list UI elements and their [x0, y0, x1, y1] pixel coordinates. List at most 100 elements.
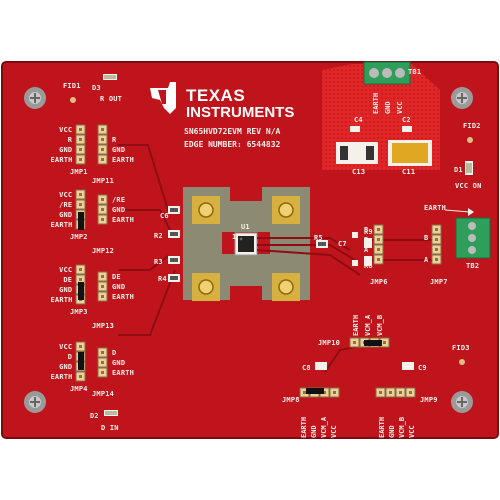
c13-label: C13 [352, 168, 366, 176]
jmp1-pin-3: EARTH [50, 156, 73, 164]
u1-label: U1 [241, 223, 250, 231]
gold-pad-bl [192, 273, 220, 301]
jmp6-pin-1: B [364, 236, 369, 244]
jmp11-pin-2: EARTH [112, 156, 135, 164]
r9-label: R9 [364, 228, 373, 236]
jmp11-pin-0: R [112, 136, 117, 144]
fid2-label: FID2 [463, 122, 481, 130]
c8-label: C8 [302, 364, 311, 372]
jumper-shunt[interactable] [78, 352, 84, 370]
jmp2-pin-1: /RE [59, 201, 73, 209]
pin1-label: 1 [232, 233, 237, 241]
mounting-hole-bl [24, 391, 46, 413]
header-jmp14[interactable] [97, 347, 108, 378]
jmp9-label: JMP9 [420, 396, 438, 404]
terminal-block-tb1 [363, 61, 411, 85]
jmp7-pin-1: A [424, 256, 429, 264]
d3-label: D3 [92, 84, 101, 92]
board-model: SN65HVD72EVM REV N/A [184, 127, 281, 136]
jmp12-pin-0: /RE [112, 196, 126, 204]
jmp12-pin-1: GND [112, 206, 126, 214]
capacitor-c13 [336, 142, 378, 164]
c4-label: C4 [354, 116, 363, 124]
tb1-label: TB1 [408, 68, 422, 76]
jmp9-pin-0: EARTH [378, 416, 386, 438]
jmp14-pin-0: D [112, 349, 117, 357]
jmp6-pin-0: B [364, 226, 369, 234]
jmp1-pin-2: GND [59, 146, 73, 154]
jmp3-pin-2: GND [59, 286, 73, 294]
header-jmp6[interactable] [373, 224, 384, 265]
jmp4-pin-2: GND [59, 363, 73, 371]
jmp2-pin-0: VCC [59, 191, 73, 199]
r4-label: R4 [158, 275, 167, 283]
r5-label: R5 [314, 234, 323, 242]
jmp1-pin-1: R [67, 136, 73, 144]
jmp1-pin-0: VCC [59, 126, 73, 134]
jmp8-pin-0: EARTH [300, 416, 308, 438]
c6-label: C6 [160, 212, 169, 220]
jmp10-pin-0: EARTH [352, 314, 360, 336]
tb1-pin-earth: EARTH [372, 92, 380, 114]
tb1-pin-gnd: GND [384, 101, 392, 114]
jmp8-label: JMP8 [282, 396, 300, 404]
mounting-hole-tr [451, 87, 473, 109]
header-jmp9[interactable] [375, 387, 416, 398]
jmp11-label: JMP11 [92, 177, 115, 185]
jmp7-pin-0: B [424, 234, 429, 242]
jmp13-label: JMP13 [92, 322, 115, 330]
gold-pad-br [272, 273, 300, 301]
header-jmp7[interactable] [431, 224, 442, 265]
header-jmp11[interactable] [97, 124, 108, 165]
jmp3-pin-0: VCC [59, 266, 73, 274]
gold-pad-tl [192, 196, 220, 224]
jmp14-label: JMP14 [92, 390, 115, 398]
jmp8-pin-2: VCM_A [320, 416, 328, 438]
ti-logo-icon [150, 82, 176, 114]
jmp9-pin-1: GND [388, 425, 396, 438]
jmp4-pin-0: VCC [59, 343, 73, 351]
fiducial-3 [459, 359, 465, 365]
jmp6-pin-2: A [364, 246, 369, 254]
jmp10-pin-1: VCM_A [364, 314, 372, 336]
r-out-label: R OUT [100, 95, 123, 103]
header-jmp1[interactable] [75, 124, 86, 165]
jumper-headers [75, 124, 442, 398]
mounting-hole-br [451, 391, 473, 413]
edge-number: EDGE NUMBER: 6544832 [184, 140, 281, 149]
jumper-shunt[interactable] [364, 340, 382, 346]
header-jmp12[interactable] [97, 194, 108, 225]
jmp10-label: JMP10 [318, 339, 341, 347]
jumper-shunt[interactable] [78, 282, 84, 300]
jmp2-label: JMP2 [70, 233, 88, 241]
mounting-hole-tl [24, 87, 46, 109]
jmp11-pin-1: GND [112, 146, 126, 154]
jmp8-pin-3: VCC [330, 425, 338, 438]
c11-label: C11 [402, 168, 416, 176]
jumper-shunt[interactable] [306, 388, 324, 394]
jmp12-label: JMP12 [92, 247, 115, 255]
pcb-board [1, 61, 499, 439]
jmp3-pin-3: EARTH [50, 296, 73, 304]
fid3-label: FID3 [452, 344, 470, 352]
jmp8-pin-1: GND [310, 425, 318, 438]
fiducial-2 [467, 137, 473, 143]
jumper-shunt[interactable] [78, 212, 84, 230]
capacitor-c2 [402, 126, 412, 132]
capacitor-c4 [350, 126, 360, 132]
smd-components [168, 206, 414, 370]
r2-label: R2 [154, 232, 163, 240]
brand-texas: TEXAS [186, 86, 246, 105]
fid1-label: FID1 [63, 82, 81, 90]
r8-label: R8 [364, 262, 373, 270]
jmp4-pin-3: EARTH [50, 373, 73, 381]
header-jmp13[interactable] [97, 271, 108, 302]
jmp6-pin-3: A [364, 256, 369, 264]
jmp1-label: JMP1 [70, 168, 88, 176]
c9-label: C9 [418, 364, 427, 372]
tb2-earth-label: EARTH [424, 204, 447, 212]
tb2-label: TB2 [466, 262, 480, 270]
chip-u1 [234, 232, 258, 256]
tb1-pin-vcc: VCC [396, 101, 404, 114]
capacitor-c11 [388, 140, 432, 166]
